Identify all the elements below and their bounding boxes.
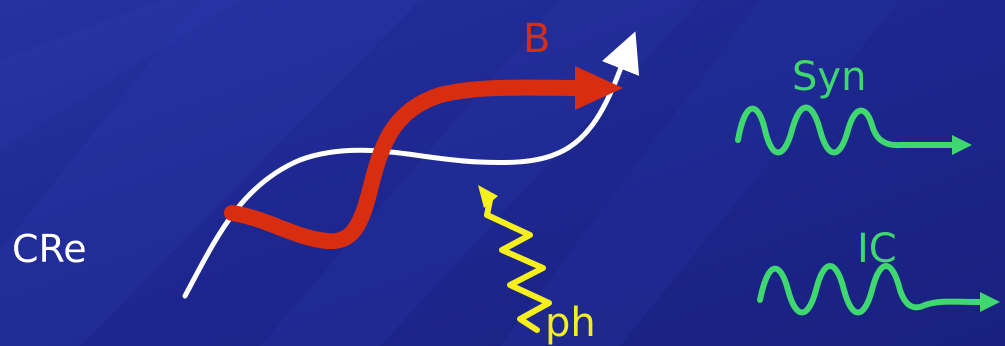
label-cre: CRe	[12, 227, 87, 271]
photon-zigzag-arrow	[487, 200, 549, 330]
photon-arrowhead	[478, 185, 498, 208]
inverse-compton-wave-arrow	[760, 266, 982, 313]
magnetic-field-arrowhead	[575, 66, 623, 110]
label-photon: ph	[545, 300, 596, 346]
label-inverse-compton: IC	[857, 226, 897, 272]
label-synchrotron: Syn	[792, 54, 866, 100]
inverse-compton-arrowhead	[980, 292, 1000, 312]
magnetic-field-arrow	[232, 88, 580, 242]
synchrotron-arrowhead	[952, 135, 972, 155]
synchrotron-wave-arrow	[738, 108, 955, 153]
label-magnetic-field: B	[523, 16, 550, 62]
